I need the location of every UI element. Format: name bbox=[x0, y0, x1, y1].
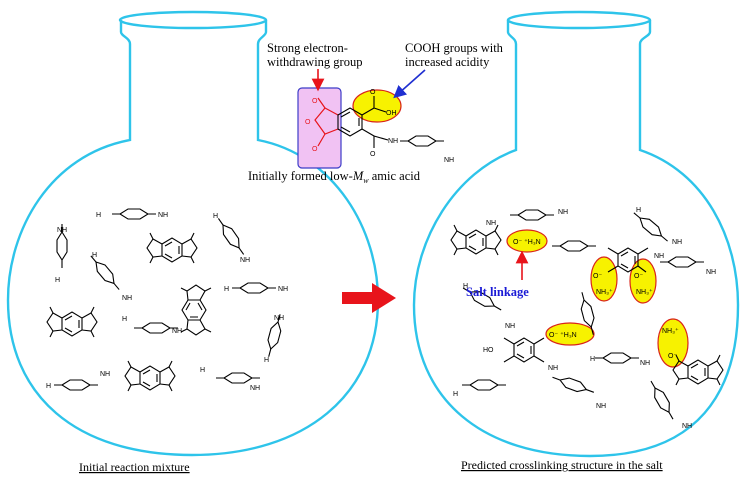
right-nh2-topright: NH bbox=[672, 239, 682, 246]
left-diamine-5-label-b: NH bbox=[278, 286, 288, 293]
right-h2n-top: H bbox=[636, 207, 641, 214]
left-diamine-8-label-a: H bbox=[46, 383, 51, 390]
salt-linkage-label: Salt linkage bbox=[466, 285, 529, 299]
electron-withdrawing-label-1: Strong electron- bbox=[267, 41, 348, 55]
left-diamine-7-label-a: NH bbox=[274, 315, 284, 322]
salt-highlight-5 bbox=[657, 318, 689, 368]
right-nh2-bottom: NH bbox=[596, 403, 606, 410]
right-h2n-bottom: H bbox=[453, 391, 458, 398]
right-nh2-bottomright: NH bbox=[682, 423, 692, 430]
left-diamine-3-label-b: NH bbox=[240, 257, 250, 264]
left-diamine-6-label-b: NH bbox=[172, 328, 182, 335]
left-diamine-4-label-a: H bbox=[92, 252, 97, 259]
amide-nh: NH bbox=[388, 138, 398, 145]
left-diamine-8 bbox=[53, 379, 99, 391]
right-nh-bottom: NH bbox=[548, 365, 558, 372]
right-flask-caption: Predicted crosslinking structure in the … bbox=[461, 458, 663, 472]
anhydride-o-top: O bbox=[312, 98, 318, 105]
anhydride-o-bottom: O bbox=[312, 146, 318, 153]
left-diamine-2-label-a: NH bbox=[57, 227, 67, 234]
left-flask-outline bbox=[6, 20, 380, 457]
right-pmda-center bbox=[607, 247, 649, 273]
svg-text:NH: NH bbox=[158, 212, 168, 219]
electron-withdrawing-label-2: withdrawing group bbox=[267, 55, 362, 69]
left-flask-caption: Initial reaction mixture bbox=[79, 460, 190, 474]
center-nh3-2: NH₃⁺ bbox=[636, 288, 653, 296]
amic-nh2: NH bbox=[444, 157, 454, 164]
amic-acid-caption: Initially formed low-Mw amic acid bbox=[248, 169, 421, 185]
salt-highlight-2 bbox=[590, 256, 618, 302]
left-diamine-5-label-a: H bbox=[224, 286, 229, 293]
right-nh2-mid: NH bbox=[706, 269, 716, 276]
right-nh2-top: NH bbox=[558, 209, 568, 216]
anhydride-o-mid: O bbox=[305, 119, 311, 126]
left-diamine-1: H NH bbox=[96, 208, 168, 220]
left-pmda-1 bbox=[146, 232, 198, 264]
amic-acid-structure: O O O O OH O NH NH bbox=[297, 87, 454, 169]
left-diamine-9-label-b: NH bbox=[250, 385, 260, 392]
right-flask-mouth bbox=[506, 10, 652, 30]
left-diamine-8-label-b: NH bbox=[100, 371, 110, 378]
left-diamine-7-label-b: H bbox=[264, 357, 269, 364]
left-diamine-6-label-a: H bbox=[122, 316, 127, 323]
amide-o: O bbox=[370, 151, 376, 158]
left-diamine-9-label-a: H bbox=[200, 367, 205, 374]
cooh-o: O bbox=[370, 89, 376, 96]
svg-text:H: H bbox=[96, 212, 101, 219]
right-flask-outline bbox=[412, 20, 740, 458]
right-o-minus-5: O⁻ bbox=[668, 353, 677, 360]
left-diamine-2-label-b: H bbox=[55, 277, 60, 284]
cooh-label-1: COOH groups with bbox=[405, 41, 504, 55]
cooh-label-2: increased acidity bbox=[405, 55, 490, 69]
right-ho: HO bbox=[483, 347, 494, 354]
center-o-minus-2: O⁻ bbox=[634, 273, 643, 280]
right-nh-1: NH bbox=[486, 220, 496, 227]
left-pmda-2 bbox=[46, 306, 98, 338]
right-nh3-5: NH₃⁺ bbox=[662, 327, 679, 335]
left-diamine-4-label-b: NH bbox=[122, 295, 132, 302]
blue-pointer-arrow-icon bbox=[393, 69, 426, 99]
left-flask: H NH NH H H NH H NH H NH H NH NH H H NH … bbox=[6, 10, 380, 457]
right-h2n-mid: H bbox=[590, 356, 595, 363]
reaction-arrow-icon bbox=[342, 283, 396, 313]
center-o-minus-1: O⁻ bbox=[593, 273, 602, 280]
salt-highlight-4 bbox=[545, 322, 595, 346]
right-pmda-left bbox=[450, 224, 502, 256]
cooh-highlight bbox=[352, 89, 402, 123]
right-h2n-left: H bbox=[463, 283, 468, 290]
right-nh-left: NH bbox=[505, 323, 515, 330]
center-nh: NH bbox=[654, 253, 664, 260]
right-flask: NH NH O⁻ ⁺H₃N H NH O⁻ O⁻ NH₃⁺ NH₃⁺ NH NH… bbox=[412, 10, 740, 458]
center-nh3-1: NH₃⁺ bbox=[596, 288, 613, 296]
right-pmda-bottom-left bbox=[503, 337, 545, 363]
left-pmda-4 bbox=[124, 360, 176, 392]
left-diamine-5 bbox=[231, 282, 277, 294]
salt-pair-4-text: O⁻ ⁺H₃N bbox=[549, 331, 577, 339]
right-nh-right: NH bbox=[640, 360, 650, 367]
left-flask-mouth bbox=[118, 10, 268, 30]
salt-pair-1-text: O⁻ ⁺H₃N bbox=[513, 238, 541, 246]
left-diamine-9 bbox=[215, 372, 261, 384]
left-diamine-3-label-a: H bbox=[213, 213, 218, 220]
salt-highlight-3 bbox=[629, 258, 657, 304]
left-pmda-3 bbox=[180, 284, 212, 336]
left-diamine-3 bbox=[213, 215, 249, 258]
cooh-oh: OH bbox=[386, 110, 397, 117]
